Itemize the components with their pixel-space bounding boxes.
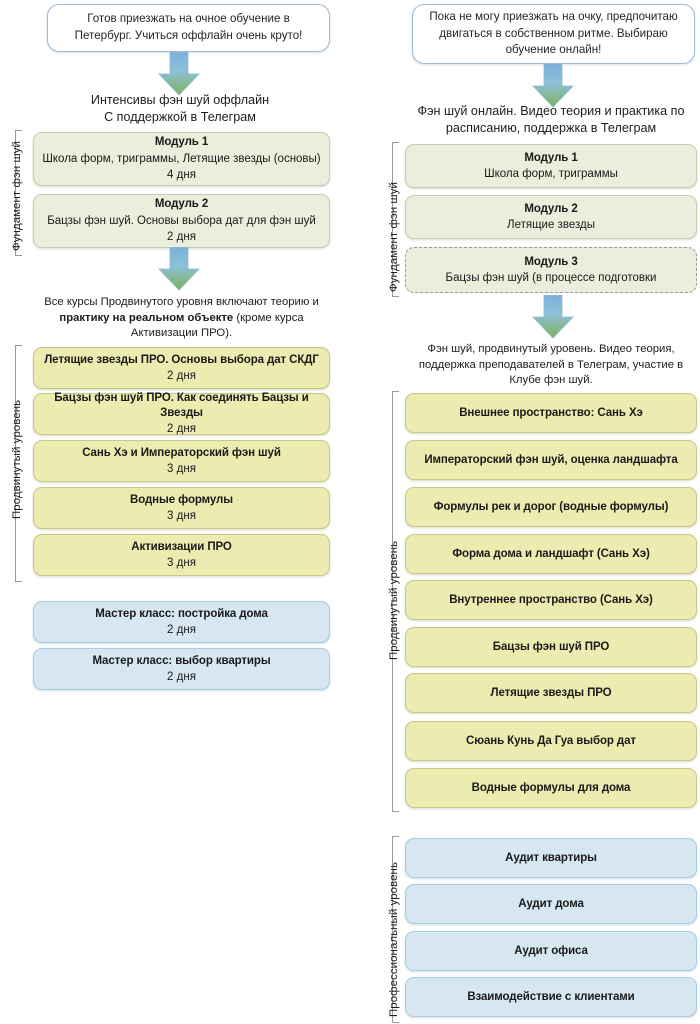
left-advanced-course-4-title: Водные формулы [130, 493, 233, 506]
right-module-1-title: Модуль 1 [524, 151, 578, 164]
right-professional-course-2[interactable]: Аудит дома [405, 884, 697, 924]
down-arrow-icon [530, 63, 576, 108]
left-advanced-course-5-title: Активизации ПРО [131, 540, 232, 553]
left-module-1-title: Модуль 1 [154, 136, 209, 149]
left-callout-text: Готов приезжать на очное обучение в Пете… [74, 12, 303, 42]
left-advanced-course-4[interactable]: Водные формулы 3 дня [33, 487, 330, 529]
right-advanced-course-6[interactable]: Бацзы фэн шуй ПРО [405, 627, 697, 667]
right-professional-course-4[interactable]: Взаимодействие с клиентами [405, 977, 697, 1017]
down-arrow-icon [156, 51, 202, 96]
left-track-offline: Готов приезжать на очное обучение в Пете… [11, 4, 330, 690]
right-module-2-subtitle: Летящие звезды [507, 219, 595, 231]
down-arrow-icon [530, 294, 576, 339]
left-advanced-course-3-duration: 3 дня [167, 463, 196, 475]
left-masterclass-1[interactable]: Мастер класс: постройка дома 2 дня [33, 601, 330, 643]
left-module-1-duration: 4 дня [167, 169, 196, 182]
left-heading-offline: Интенсивы фэн шуй оффлайн С поддержкой в… [30, 92, 330, 125]
down-arrow-icon [156, 246, 202, 291]
right-professional-course-3-title: Аудит офиса [514, 944, 588, 957]
left-advanced-course-5[interactable]: Активизации ПРО 3 дня [33, 534, 330, 576]
right-professional-course-3[interactable]: Аудит офиса [405, 931, 697, 971]
right-advanced-course-9-title: Водные формулы для дома [471, 781, 631, 794]
right-professional-course-1-title: Аудит квартиры [505, 851, 597, 864]
right-advanced-course-1[interactable]: Внешнее пространство: Сань Хэ [405, 393, 697, 433]
left-foundation-bracket-label: Фундамент фэн шуй [11, 141, 23, 251]
right-advanced-course-5-title: Внутреннее пространство (Сань Хэ) [449, 593, 653, 606]
right-module-3-subtitle: Бацзы фэн шуй (в процессе подготовки [445, 272, 657, 284]
left-advanced-course-2-duration: 2 дня [167, 423, 196, 436]
left-masterclass-1-duration: 2 дня [167, 624, 196, 636]
right-advanced-course-1-title: Внешнее пространство: Сань Хэ [459, 406, 643, 419]
right-module-3-title: Модуль 3 [524, 255, 578, 268]
right-professional-course-1[interactable]: Аудит квартиры [405, 838, 697, 878]
left-advanced-note: Все курсы Продвинутого уровня включают т… [33, 295, 330, 342]
right-advanced-bracket [392, 391, 399, 812]
left-module-2-duration: 2 дня [167, 231, 196, 244]
right-module-2-title: Модуль 2 [524, 202, 578, 215]
right-track-online: Пока не могу приезжать на очку, предпочи… [350, 0, 700, 1024]
right-advanced-course-4[interactable]: Форма дома и ландшафт (Сань Хэ) [405, 534, 697, 574]
right-advanced-course-6-title: Бацзы фэн шуй ПРО [492, 640, 610, 653]
right-heading-online: Фэн шуй онлайн. Видео теория и практика … [417, 104, 685, 135]
left-module-1[interactable]: Модуль 1 Школа форм, триграммы, Летящие … [33, 132, 330, 186]
right-professional-bracket-label: Профессиональный уровень [388, 862, 400, 1017]
left-masterclass-2-duration: 2 дня [167, 671, 196, 683]
right-module-1[interactable]: Модуль 1 Школа форм, триграммы [405, 144, 697, 188]
right-advanced-course-7[interactable]: Летящие звезды ПРО [405, 673, 697, 713]
right-advanced-bracket-label: Продвинутый уровень [388, 540, 400, 660]
right-professional-bracket [392, 836, 399, 1023]
right-advanced-course-2-title: Императорский фэн шуй, оценка ландшафта [424, 453, 678, 466]
left-advanced-course-2[interactable]: Бацзы фэн шуй ПРО. Как соединять Бацзы и… [33, 392, 330, 436]
left-heading-line2: С поддержкой в Телеграм [104, 109, 256, 124]
left-advanced-course-4-duration: 3 дня [167, 510, 196, 522]
left-heading-line1: Интенсивы фэн шуй оффлайн [90, 93, 270, 107]
right-advanced-course-3-title: Формулы рек и дорог (водные формулы) [433, 500, 669, 513]
right-advanced-course-2[interactable]: Императорский фэн шуй, оценка ландшафта [405, 440, 697, 480]
left-module-2-title: Модуль 2 [154, 198, 209, 211]
right-advanced-course-8[interactable]: Сюань Кунь Да Гуа выбор дат [405, 721, 697, 761]
right-foundation-bracket [392, 142, 399, 297]
right-callout-text: Пока не могу приезжать на очку, предпочи… [429, 9, 678, 57]
right-advanced-course-5[interactable]: Внутреннее пространство (Сань Хэ) [405, 580, 697, 620]
left-advanced-course-2-title: Бацзы фэн шуй ПРО. Как соединять Бацзы и… [54, 392, 309, 419]
right-advanced-course-7-title: Летящие звезды ПРО [490, 686, 612, 699]
left-advanced-note-bold: практику на реальном объекте [59, 311, 234, 324]
left-module-2-subtitle: Бацзы фэн шуй. Основы выбора дат для фэн… [47, 214, 316, 227]
left-masterclass-2[interactable]: Мастер класс: выбор квартиры 2 дня [33, 648, 330, 690]
left-advanced-course-1-title: Летящие звезды ПРО. Основы выбора дат СК… [44, 353, 319, 366]
right-callout-box: Пока не могу приезжать на очку, предпочи… [412, 4, 695, 64]
left-advanced-bracket-label: Продвинутый уровень [11, 399, 23, 519]
left-advanced-course-1-duration: 2 дня [167, 370, 196, 382]
left-advanced-course-3-title: Сань Хэ и Императорский фэн шуй [82, 446, 281, 459]
right-module-3[interactable]: Модуль 3 Бацзы фэн шуй (в процессе подго… [405, 247, 697, 293]
left-foundation-bracket [15, 130, 22, 256]
left-advanced-course-1[interactable]: Летящие звезды ПРО. Основы выбора дат СК… [33, 347, 330, 389]
left-advanced-bracket [15, 345, 22, 582]
right-professional-course-2-title: Аудит дома [518, 897, 584, 910]
left-callout-box: Готов приезжать на очное обучение в Пете… [47, 4, 330, 52]
left-module-1-subtitle: Школа форм, триграммы, Летящие звезды (о… [42, 152, 321, 165]
left-module-2[interactable]: Модуль 2 Бацзы фэн шуй. Основы выбора да… [33, 194, 330, 248]
left-advanced-course-3[interactable]: Сань Хэ и Императорский фэн шуй 3 дня [33, 440, 330, 482]
left-masterclass-1-title: Мастер класс: постройка дома [95, 607, 268, 620]
right-module-2[interactable]: Модуль 2 Летящие звезды [405, 195, 697, 239]
right-foundation-bracket-label: Фундамент фэн шуй [388, 182, 400, 292]
right-professional-course-4-title: Взаимодействие с клиентами [467, 990, 635, 1003]
left-advanced-note-part1: Все курсы Продвинутого уровня включают т… [44, 296, 319, 308]
left-advanced-course-5-duration: 3 дня [167, 557, 196, 569]
right-advanced-course-8-title: Сюань Кунь Да Гуа выбор дат [466, 734, 636, 747]
left-masterclass-2-title: Мастер класс: выбор квартиры [92, 654, 271, 667]
right-advanced-note: Фэн шуй, продвинутый уровень. Видео теор… [418, 343, 684, 387]
left-advanced-note-part2: (кроме курса Активизации ПРО). [130, 311, 304, 340]
right-module-1-subtitle: Школа форм, триграммы [484, 168, 618, 180]
right-advanced-course-9[interactable]: Водные формулы для дома [405, 768, 697, 808]
right-advanced-course-3[interactable]: Формулы рек и дорог (водные формулы) [405, 487, 697, 527]
right-advanced-course-4-title: Форма дома и ландшафт (Сань Хэ) [452, 547, 650, 560]
